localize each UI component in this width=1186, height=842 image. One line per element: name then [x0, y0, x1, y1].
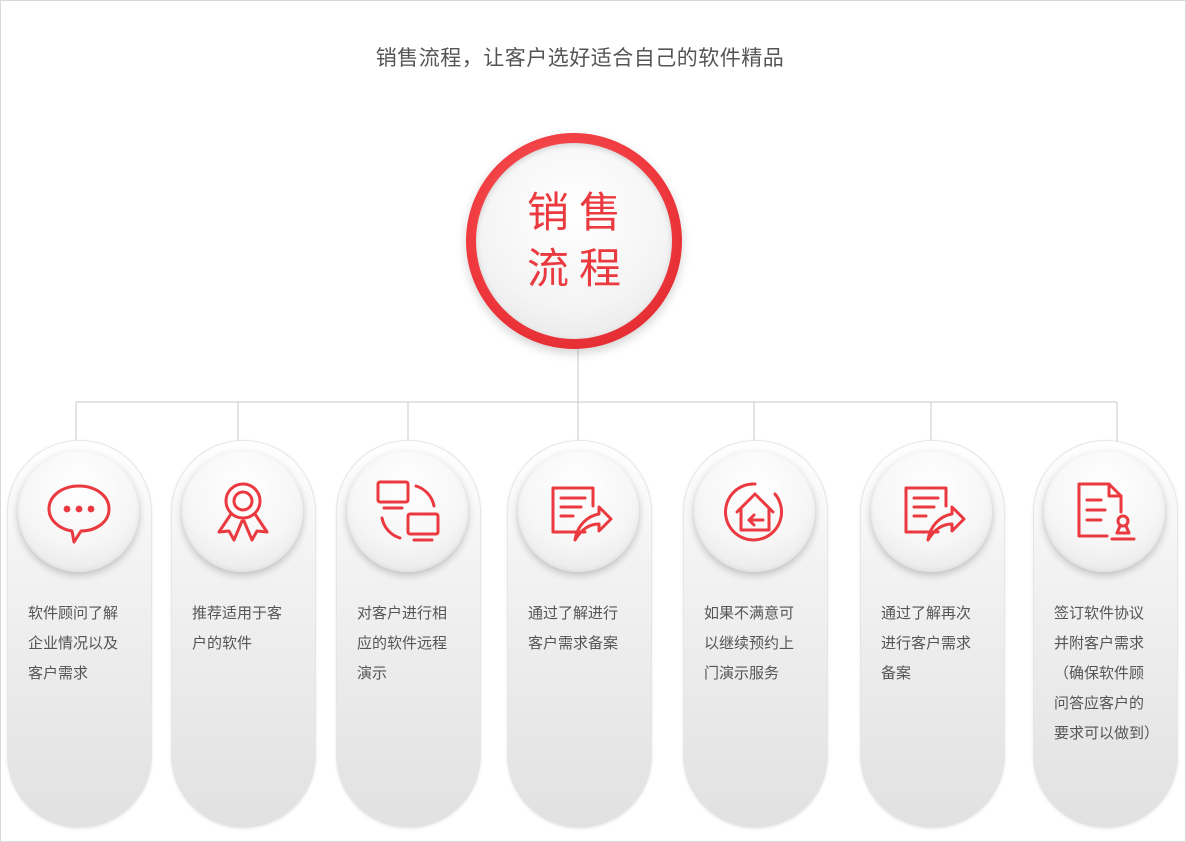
step-text-line: 要求可以做到）	[1054, 724, 1160, 742]
center-label-line-1: 销售	[526, 188, 631, 237]
step-text-line: 推荐适用于客	[192, 604, 283, 622]
step-text-line: 客户需求备案	[528, 634, 619, 652]
step-text-4: 通过了解进行 客户需求备案	[528, 598, 640, 658]
step-text-line: 如果不满意可	[704, 604, 795, 622]
step-text-line: 对客户进行相	[357, 604, 448, 622]
step-text-line: 应的软件远程	[357, 634, 448, 652]
award-ribbon-icon	[217, 482, 268, 541]
step-text-7: 签订软件协议 并附客户需求 （确保软件顾 问答应客户的 要求可以做到）	[1054, 598, 1166, 748]
house-return-icon	[723, 481, 783, 541]
step-text-5: 如果不满意可 以继续预约上 门演示服务	[704, 598, 816, 688]
step-text-line: （确保软件顾	[1054, 664, 1145, 682]
step-card-6: 通过了解再次 进行客户需求 备案	[860, 440, 1005, 828]
step-icon-ring-4	[518, 451, 639, 572]
step-text-line: 软件顾问了解	[28, 604, 119, 622]
document-edit-icon	[904, 486, 965, 541]
step-card-1: 软件顾问了解 企业情况以及 客户需求	[7, 440, 152, 828]
step-text-line: 门演示服务	[704, 664, 780, 682]
step-icon-ring-1	[18, 451, 139, 572]
step-text-6: 通过了解再次 进行客户需求 备案	[881, 598, 993, 688]
step-text-line: 问答应客户的	[1054, 694, 1145, 712]
step-text-2: 推荐适用于客 户的软件	[192, 598, 304, 658]
step-icon-ring-7	[1044, 451, 1165, 572]
step-card-3: 对客户进行相 应的软件远程 演示	[336, 440, 481, 828]
step-card-7: 签订软件协议 并附客户需求 （确保软件顾 问答应客户的 要求可以做到）	[1033, 440, 1178, 828]
step-text-line: 企业情况以及	[28, 634, 119, 652]
step-text-line: 备案	[881, 664, 912, 682]
center-node-inner: 销售 流程	[476, 143, 672, 339]
step-text-line: 以继续预约上	[704, 634, 795, 652]
step-text-line: 演示	[357, 664, 388, 682]
page-title: 销售流程，让客户选好适合自己的软件精品	[375, 46, 785, 70]
step-text-line: 通过了解进行	[528, 604, 619, 622]
step-text-1: 软件顾问了解 企业情况以及 客户需求	[28, 598, 140, 688]
contract-stamp-icon	[1077, 482, 1135, 540]
step-icon-ring-6	[871, 451, 992, 572]
remote-screens-icon	[376, 480, 439, 541]
center-label-line-2: 流程	[526, 244, 631, 293]
step-card-2: 推荐适用于客 户的软件	[171, 440, 316, 828]
step-text-line: 并附客户需求	[1054, 634, 1145, 652]
step-card-4: 通过了解进行 客户需求备案	[507, 440, 652, 828]
center-node: 销售 流程	[466, 133, 682, 349]
step-text-line: 户的软件	[192, 634, 253, 652]
step-text-line: 进行客户需求	[881, 634, 972, 652]
step-icon-ring-2	[182, 451, 303, 572]
step-icon-ring-3	[347, 451, 468, 572]
step-card-5: 如果不满意可 以继续预约上 门演示服务	[683, 440, 828, 828]
step-text-line: 客户需求	[28, 664, 89, 682]
step-text-line: 签订软件协议	[1054, 604, 1145, 622]
step-text-3: 对客户进行相 应的软件远程 演示	[357, 598, 469, 688]
chat-bubble-icon	[47, 484, 110, 543]
document-edit-icon	[551, 486, 612, 541]
step-text-line: 通过了解再次	[881, 604, 972, 622]
step-icon-ring-5	[694, 451, 815, 572]
